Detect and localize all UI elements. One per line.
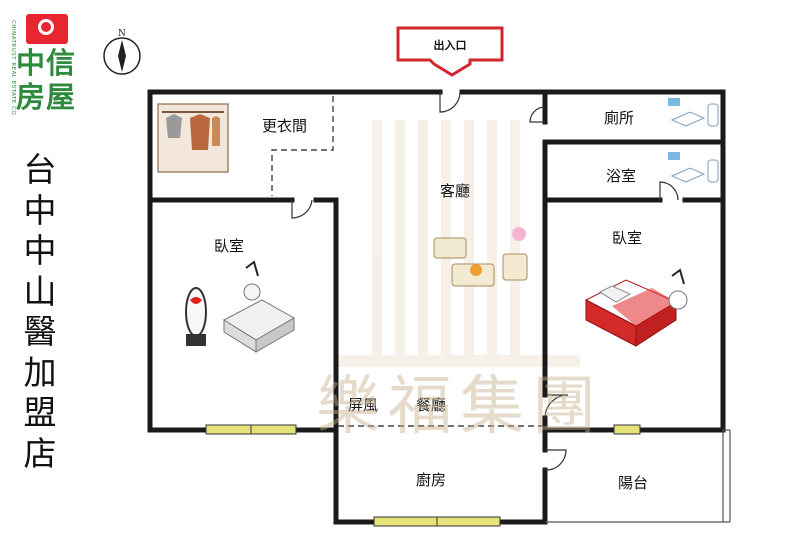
brand-english-name: CHINATRUST REAL ESTATE CO. — [10, 20, 16, 118]
compass-icon: N — [103, 29, 141, 75]
room-label-bathroom: 浴室 — [606, 167, 636, 185]
clothes-rack-icon — [157, 103, 229, 173]
brand-name: 中信 房屋 — [16, 46, 96, 114]
bath-fixtures-icon — [668, 152, 719, 183]
toilet-fixtures-icon — [668, 98, 719, 127]
brand-name-line1: 中信 — [16, 46, 77, 80]
room-label-screen: 屏風 — [348, 396, 378, 414]
room-label-bedroom-right: 臥室 — [612, 229, 642, 247]
brand-name-line2: 房屋 — [16, 80, 77, 114]
room-labels: 更衣間 客廳 廁所 浴室 臥室 臥室 屏風 餐廳 廚房 陽台 — [214, 109, 648, 492]
room-label-balcony: 陽台 — [618, 474, 648, 492]
watermark-text: 樂福集團 — [316, 370, 604, 444]
door-swings — [291, 91, 679, 471]
entrance-sign: 出入口 — [396, 26, 504, 77]
room-label-living-room: 客廳 — [440, 182, 470, 200]
room-label-bedroom-left: 臥室 — [214, 237, 244, 255]
brand-logo: 中信 房屋 CHINATRUST REAL ESTATE CO. — [10, 14, 90, 126]
bed-left-icon — [222, 260, 296, 353]
store-name: 台中中山醫加盟店 — [23, 150, 57, 473]
windows — [205, 424, 641, 527]
walls — [147, 89, 726, 525]
room-label-walk-in-closet: 更衣間 — [262, 117, 307, 135]
sofa-set-icon — [433, 227, 528, 287]
entrance-label: 出入口 — [434, 38, 467, 52]
brand-emblem-icon — [26, 14, 68, 44]
dashed-partitions — [271, 96, 543, 427]
bed-right-icon — [584, 268, 688, 347]
compass-north-label: N — [118, 29, 126, 39]
standing-mirror-icon — [185, 287, 207, 346]
room-label-dining-room: 餐廳 — [416, 396, 446, 414]
room-label-toilet: 廁所 — [604, 109, 634, 127]
balcony-rail — [545, 429, 731, 523]
room-label-kitchen: 廚房 — [416, 471, 446, 489]
